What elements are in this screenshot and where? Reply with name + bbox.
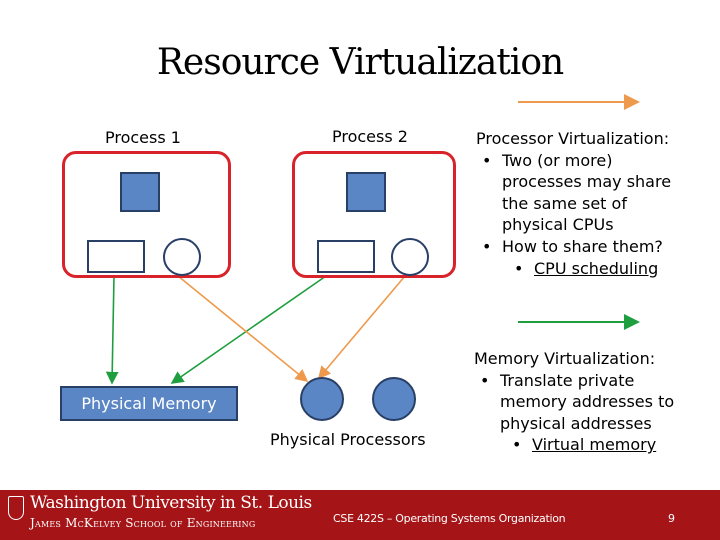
p2-cpu-arrow	[317, 275, 406, 380]
process-1-box	[62, 151, 231, 278]
memory-bullet-1-line-3: physical addresses	[500, 413, 652, 433]
processor-bullet-1-line-2: processes may share	[502, 172, 672, 192]
virtual-memory-link: Virtual memory	[532, 435, 657, 455]
memory-sub-bullet: Virtual memory	[474, 434, 718, 456]
processor-virtualization-text: Processor Virtualization: Two (or more) …	[476, 128, 716, 279]
process-1-state-circle	[163, 238, 201, 276]
p1-cpu-arrow	[177, 275, 309, 383]
processor-bullet-2: How to share them?	[476, 236, 716, 258]
page-number: 9	[668, 512, 675, 525]
processor-sub-bullet: CPU scheduling	[476, 258, 716, 280]
memory-virtualization-text: Memory Virtualization: Translate private…	[474, 348, 718, 456]
footer-bar: Washington University in St. Louis James…	[0, 490, 720, 540]
p2-memory-arrow	[170, 275, 327, 384]
process-1-cpu-square	[120, 172, 160, 212]
processor-virtualization-heading: Processor Virtualization:	[476, 129, 670, 148]
cpu-scheduling-link: CPU scheduling	[534, 258, 659, 278]
processor-bullet-1-line-4: physical CPUs	[502, 215, 614, 235]
p1-memory-arrow	[105, 275, 119, 385]
process-1-memory-rect	[87, 240, 145, 273]
process-2-state-circle	[391, 238, 429, 276]
processor-bullet-1: Two (or more) processes may share the sa…	[476, 150, 716, 236]
process-1-label: Process 1	[105, 128, 181, 147]
slide-title: Resource Virtualization	[156, 42, 564, 83]
physical-processors-label: Physical Processors	[270, 430, 426, 449]
course-title: CSE 422S – Operating Systems Organizatio…	[333, 512, 566, 525]
university-seal-icon	[8, 496, 24, 520]
physical-processor-2	[372, 377, 416, 421]
school-wordmark: James McKelvey School of Engineering	[30, 516, 256, 530]
university-wordmark: Washington University in St. Louis	[30, 493, 312, 513]
memory-bullet-1: Translate private memory addresses to ph…	[474, 370, 718, 435]
memory-bullet-1-line-1: Translate private	[500, 370, 635, 390]
process-2-memory-rect	[317, 240, 375, 273]
memory-virtualization-heading: Memory Virtualization:	[474, 349, 656, 368]
memory-bullet-1-line-2: memory addresses to	[500, 392, 675, 412]
physical-processor-1	[300, 377, 344, 421]
processor-bullet-1-line-3: the same set of	[502, 193, 627, 213]
process-2-cpu-square	[346, 172, 386, 212]
process-2-label: Process 2	[332, 127, 408, 146]
process-2-box	[292, 151, 456, 278]
processor-bullet-1-line-1: Two (or more)	[502, 150, 613, 170]
physical-memory-box: Physical Memory	[60, 386, 238, 421]
